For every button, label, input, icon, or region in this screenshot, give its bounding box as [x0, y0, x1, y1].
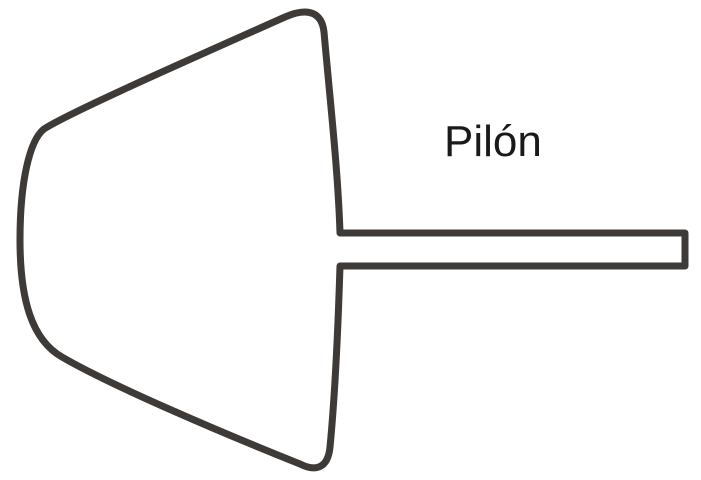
bell-shape: [20, 12, 685, 468]
pilon-label: Pilón: [444, 117, 542, 166]
